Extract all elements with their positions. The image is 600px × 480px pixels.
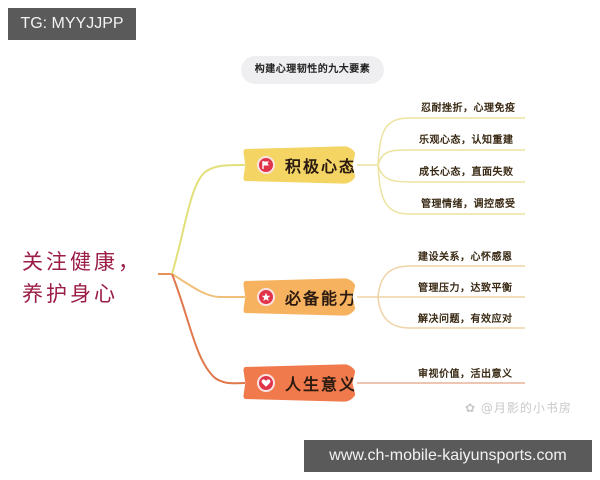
branch-label: 必备能力 — [285, 289, 358, 308]
leaf-item: 成长心态，直面失败 — [419, 167, 514, 178]
url-overlay-label: www.ch-mobile-kaiyunsports.com — [304, 440, 592, 472]
heart-icon — [257, 374, 275, 392]
leaf-item: 管理情绪，调控感受 — [421, 199, 516, 210]
paw-icon: ✿ — [465, 401, 477, 415]
tg-overlay-label: TG: MYYJJPP — [8, 8, 136, 40]
leaf-item: 建设关系，心怀感恩 — [418, 252, 513, 263]
branch-essential-abilities: 必备能力 — [243, 278, 357, 316]
watermark-text: @月影的小书房 — [480, 401, 572, 415]
leaf-item: 管理压力，达致平衡 — [418, 283, 513, 294]
watermark: ✿ @月影的小书房 — [465, 399, 572, 416]
branch-positive-mindset: 积极心态 — [243, 146, 357, 184]
flag-icon — [257, 156, 275, 174]
leaf-item: 审视价值，活出意义 — [418, 369, 513, 380]
leaf-item: 忍耐挫折，心理免疫 — [421, 103, 516, 114]
root-line-1: 关注健康， — [22, 250, 142, 274]
branch-label: 人生意义 — [285, 375, 358, 394]
root-node: 关注健康， 养护身心 — [22, 246, 162, 310]
branch-label: 积极心态 — [285, 157, 358, 176]
star-icon — [257, 288, 275, 306]
root-line-2: 养护身心 — [22, 282, 118, 306]
leaf-item: 乐观心态，认知重建 — [419, 135, 514, 146]
leaf-item: 解决问题，有效应对 — [418, 314, 513, 325]
diagram-title: 构建心理韧性的九大要素 — [241, 56, 384, 84]
branch-life-meaning: 人生意义 — [243, 364, 357, 402]
